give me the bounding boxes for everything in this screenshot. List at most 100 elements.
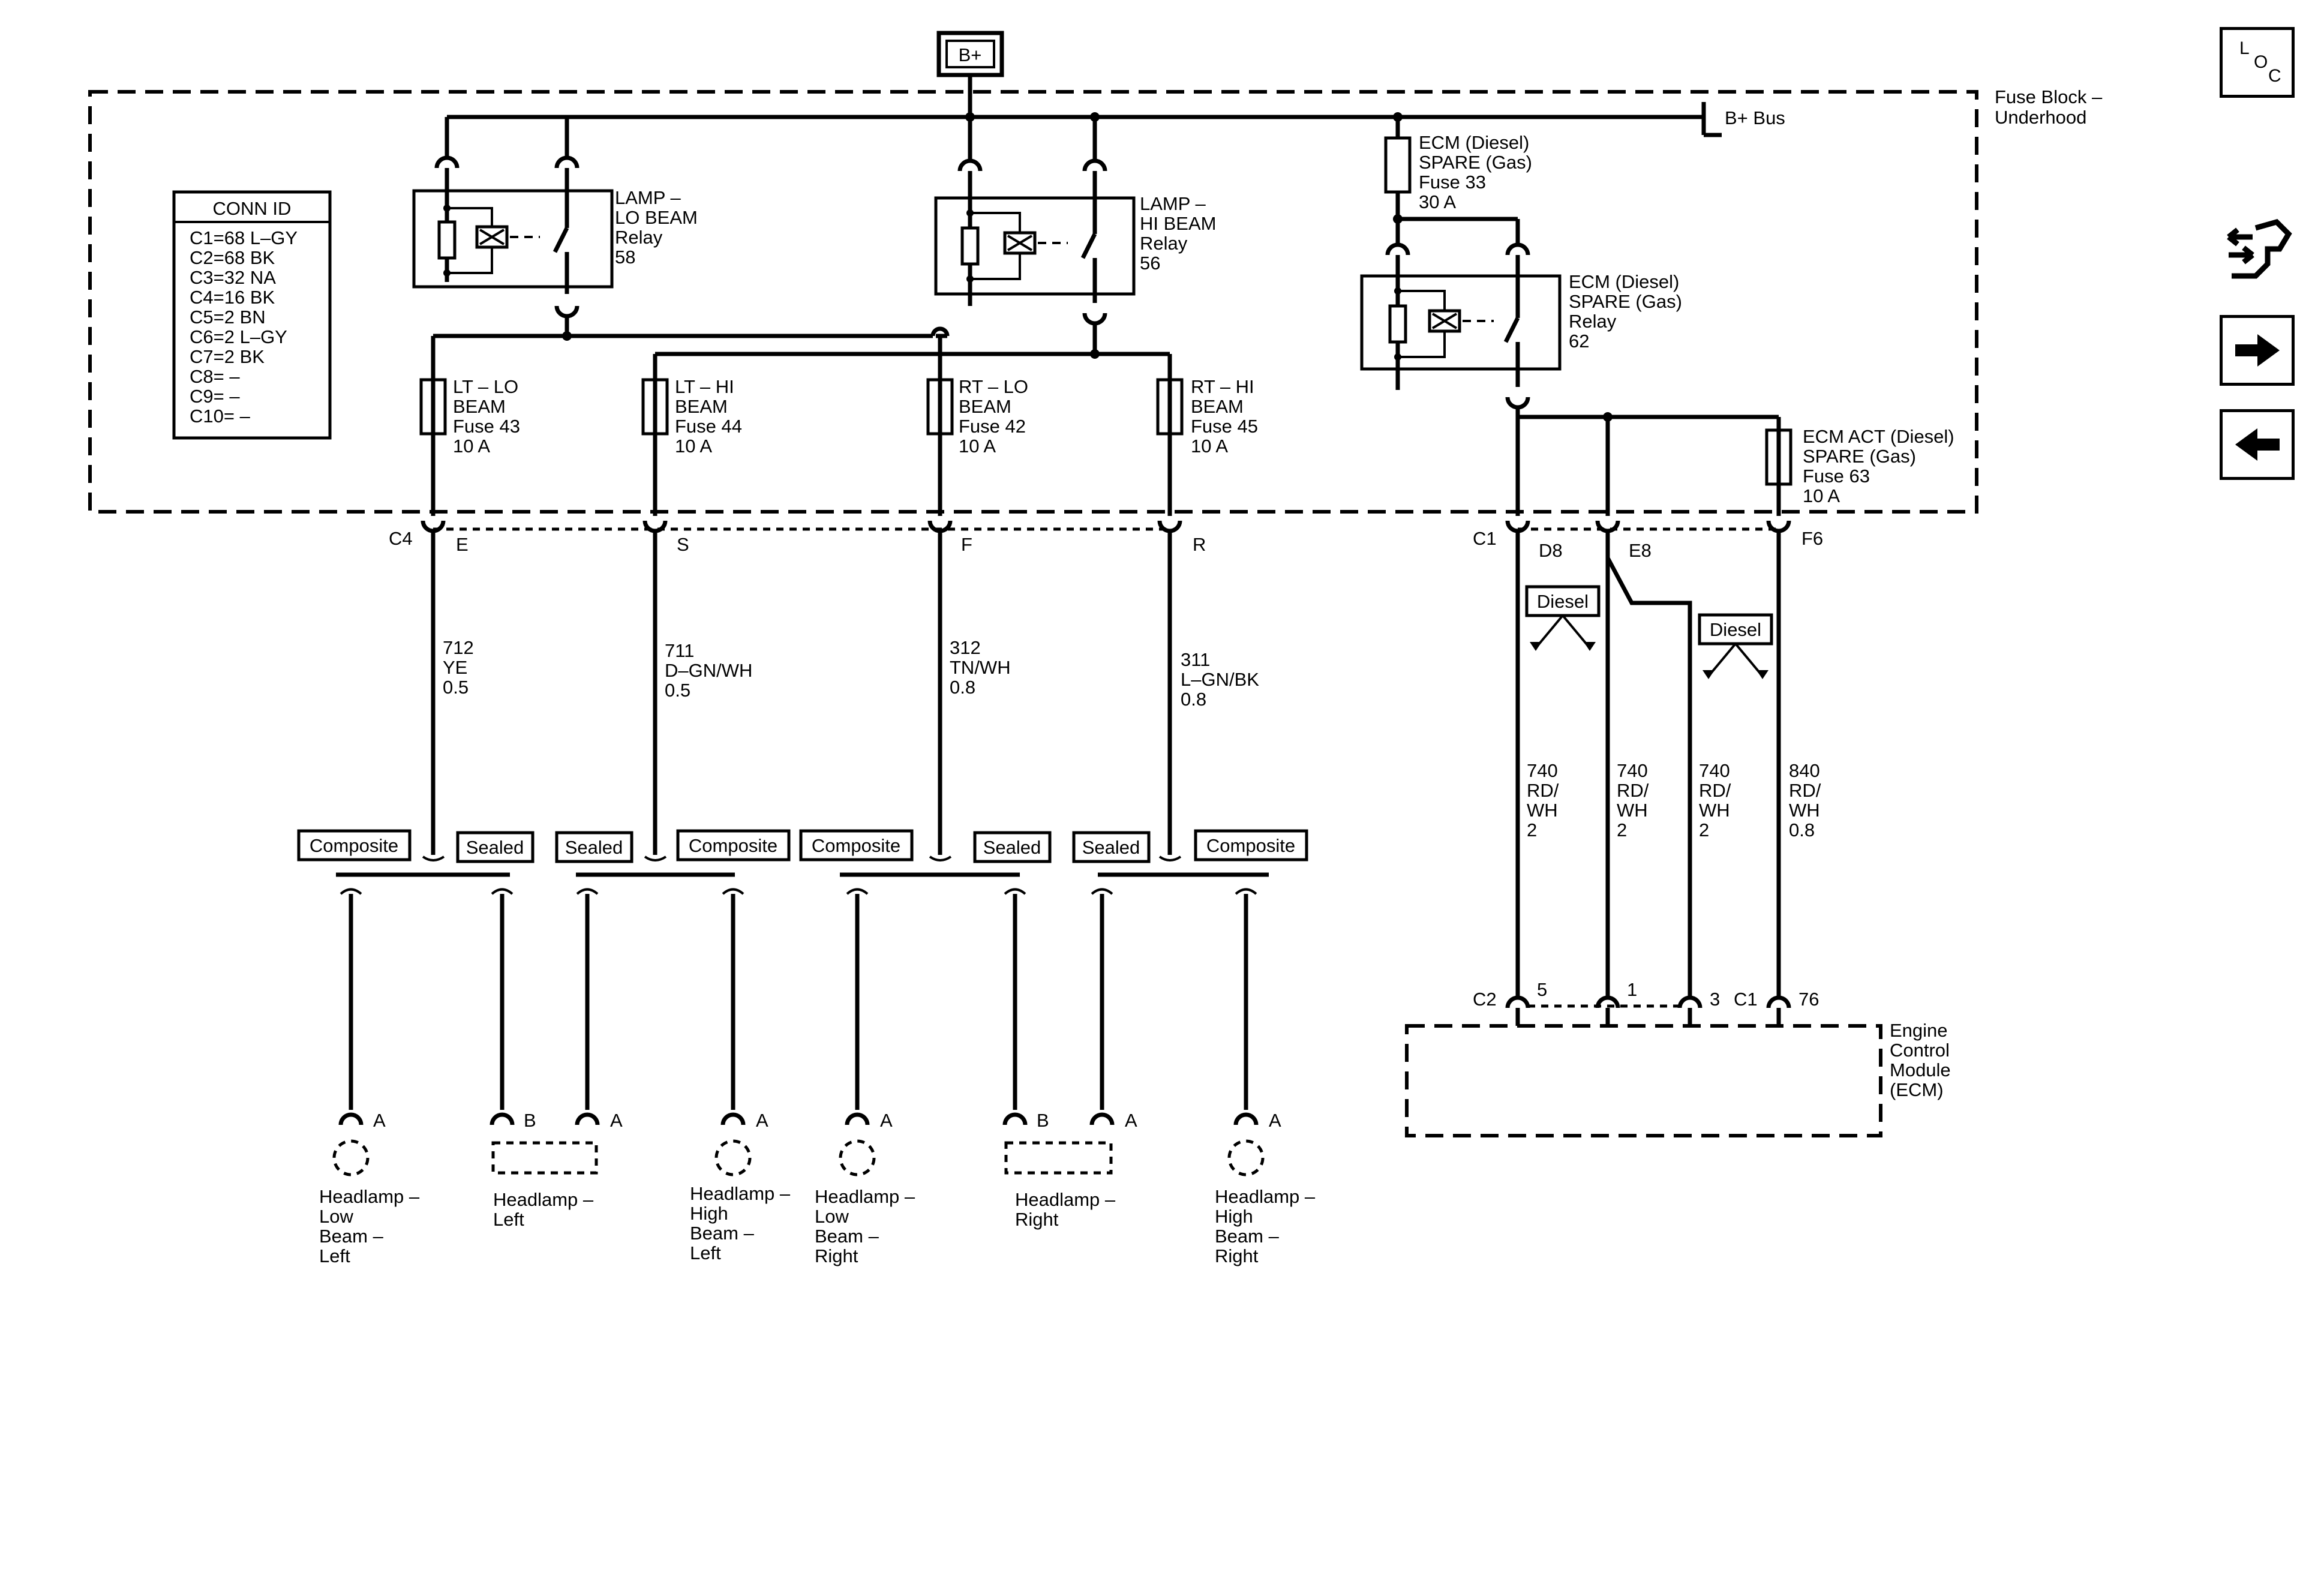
svg-text:2: 2 — [1527, 819, 1537, 840]
ecm-relay-label: Relay — [1569, 311, 1617, 332]
svg-text:311: 311 — [1181, 649, 1210, 670]
svg-text:Left: Left — [493, 1209, 524, 1230]
connector-tool-icon[interactable] — [2220, 210, 2295, 288]
svg-text:SPARE (Gas): SPARE (Gas) — [1419, 152, 1532, 173]
svg-text:ECM (Diesel): ECM (Diesel) — [1419, 132, 1529, 153]
svg-text:LT – LO: LT – LO — [453, 376, 518, 397]
svg-text:Composite: Composite — [310, 835, 398, 856]
svg-text:Low: Low — [319, 1206, 353, 1227]
ecm-relay-label: 62 — [1569, 331, 1589, 352]
connector-c1-label: C1 — [1473, 528, 1497, 549]
lo-relay-label: LAMP – — [615, 187, 681, 208]
svg-text:740: 740 — [1617, 760, 1648, 781]
svg-text:10 A: 10 A — [675, 436, 712, 457]
svg-text:TN/WH: TN/WH — [950, 657, 1011, 678]
svg-text:Low: Low — [815, 1206, 849, 1227]
pin-b-label: B — [524, 1110, 536, 1131]
svg-text:SPARE (Gas): SPARE (Gas) — [1803, 446, 1916, 467]
svg-text:RT – LO: RT – LO — [959, 376, 1028, 397]
wire-740-label: 740 RD/ WH 2 — [1527, 760, 1559, 840]
diesel-option-badge: Diesel — [1525, 585, 1601, 651]
svg-text:Headlamp –: Headlamp – — [815, 1186, 915, 1207]
conn-id-row: C6=2 L–GY — [190, 326, 287, 347]
arrow-right-icon — [2235, 334, 2280, 367]
svg-text:RD/: RD/ — [1699, 780, 1731, 801]
pin-a-label: A — [610, 1110, 623, 1131]
composite-option-badge: Composite — [676, 829, 791, 861]
connector-c2-label: C2 — [1473, 989, 1497, 1010]
composite-option-badge: Composite — [1194, 829, 1308, 861]
lo-relay-label: Relay — [615, 227, 663, 248]
ecm-module-label: Engine Control Module (ECM) — [1890, 1020, 1951, 1100]
pin-a-label: A — [1269, 1110, 1281, 1131]
svg-text:BEAM: BEAM — [675, 396, 728, 417]
svg-text:Composite: Composite — [689, 835, 777, 856]
connector-c1-ecm-label: C1 — [1734, 989, 1758, 1010]
pin-76-label: 76 — [1798, 989, 1819, 1010]
svg-text:Fuse 33: Fuse 33 — [1419, 172, 1486, 193]
fuse-block-outline — [88, 90, 1978, 514]
svg-text:Fuse 43: Fuse 43 — [453, 416, 520, 437]
svg-text:Fuse 44: Fuse 44 — [675, 416, 742, 437]
svg-text:Headlamp –: Headlamp – — [1015, 1189, 1116, 1210]
headlamp-low-beam-left-label: Headlamp – Low Beam – Left — [319, 1186, 420, 1266]
svg-text:Fuse 42: Fuse 42 — [959, 416, 1026, 437]
svg-text:Module: Module — [1890, 1059, 1951, 1080]
svg-text:0.8: 0.8 — [950, 677, 975, 698]
headlamp-drops — [332, 888, 1265, 1176]
svg-text:2: 2 — [1617, 819, 1627, 840]
pin-a-label: A — [756, 1110, 768, 1131]
svg-text:Right: Right — [1015, 1209, 1059, 1230]
conn-id-row: C5=2 BN — [190, 307, 266, 328]
conn-id-row: C4=16 BK — [190, 287, 275, 308]
pin-r-label: R — [1193, 534, 1206, 555]
svg-text:Diesel: Diesel — [1537, 591, 1589, 612]
forward-button[interactable] — [2220, 315, 2295, 386]
pin-1-label: 1 — [1627, 979, 1637, 1000]
hi-relay-label: LAMP – — [1140, 193, 1206, 214]
svg-text:Composite: Composite — [1206, 835, 1295, 856]
svg-text:Headlamp –: Headlamp – — [690, 1183, 791, 1204]
pin-a-label: A — [373, 1110, 386, 1131]
ecm-relay-label: SPARE (Gas) — [1569, 291, 1682, 312]
back-button[interactable] — [2220, 409, 2295, 480]
svg-text:Right: Right — [1215, 1245, 1259, 1266]
svg-text:712: 712 — [443, 637, 474, 658]
wire-312-label: 312 TN/WH 0.8 — [950, 637, 1011, 698]
svg-text:Sealed: Sealed — [1082, 837, 1140, 858]
svg-text:Beam –: Beam – — [1215, 1226, 1280, 1247]
svg-text:Right: Right — [815, 1245, 858, 1266]
svg-text:Left: Left — [319, 1245, 350, 1266]
fuse-block-label: Fuse Block – — [1995, 86, 2103, 107]
svg-text:740: 740 — [1699, 760, 1730, 781]
svg-text:BEAM: BEAM — [959, 396, 1011, 417]
fuse-block-label-2: Underhood — [1995, 107, 2086, 128]
lo-relay-label: LO BEAM — [615, 207, 698, 228]
svg-text:Beam –: Beam – — [815, 1226, 879, 1247]
svg-text:RD/: RD/ — [1617, 780, 1649, 801]
svg-text:Fuse 63: Fuse 63 — [1803, 466, 1870, 487]
hi-beam-relay: LAMP – HI BEAM Relay 56 — [934, 117, 1216, 354]
svg-text:BEAM: BEAM — [453, 396, 506, 417]
svg-text:10 A: 10 A — [959, 436, 996, 457]
location-button[interactable]: L O C — [2220, 27, 2295, 98]
svg-text:10 A: 10 A — [1803, 485, 1840, 506]
pin-s-label: S — [677, 534, 689, 555]
fuse-33-label: ECM (Diesel) SPARE (Gas) Fuse 33 30 A — [1419, 132, 1532, 212]
svg-text:LT – HI: LT – HI — [675, 376, 734, 397]
svg-text:0.8: 0.8 — [1181, 689, 1206, 710]
svg-text:0.5: 0.5 — [665, 680, 690, 701]
svg-text:10 A: 10 A — [1191, 436, 1228, 457]
svg-text:C: C — [2268, 66, 2281, 86]
headlamp-high-beam-right-label: Headlamp – High Beam – Right — [1215, 1186, 1316, 1266]
svg-text:Diesel: Diesel — [1710, 619, 1761, 640]
b-plus-bus-label: B+ Bus — [1725, 107, 1785, 128]
conn-id-title: CONN ID — [213, 198, 292, 219]
svg-text:Sealed: Sealed — [983, 837, 1041, 858]
svg-text:312: 312 — [950, 637, 981, 658]
conn-id-row: C1=68 L–GY — [190, 227, 298, 248]
svg-text:WH: WH — [1699, 800, 1730, 821]
svg-text:ECM ACT (Diesel): ECM ACT (Diesel) — [1803, 426, 1954, 447]
svg-text:WH: WH — [1527, 800, 1558, 821]
